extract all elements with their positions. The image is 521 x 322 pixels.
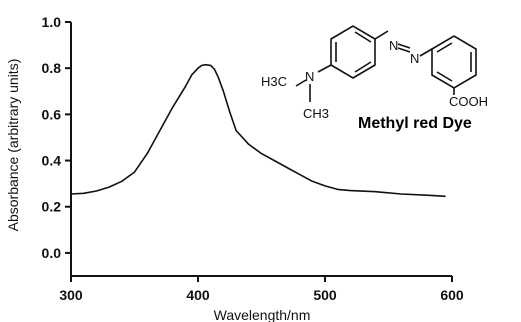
benzene-ring-2 [431, 35, 477, 89]
x-tick-label: 600 [440, 287, 464, 303]
y-ticks: 0.0 0.2 0.4 0.6 0.8 1.0 [42, 14, 71, 261]
x-tick-label: 400 [186, 287, 210, 303]
azo-n2-label: N [410, 51, 419, 66]
azo-n1-label: N [389, 38, 398, 53]
x-axis-label: Wavelength/nm [214, 307, 311, 322]
y-tick-label: 0.2 [42, 199, 62, 215]
y-axis-label: Absorbance (arbitrary units) [5, 59, 21, 232]
y-tick-label: 0.0 [42, 245, 62, 261]
y-tick-label: 0.6 [42, 106, 62, 122]
absorbance-series-line [70, 63, 446, 198]
methyl-h3c-label: H3C [261, 74, 287, 89]
x-ticks: 300 400 500 600 [59, 276, 464, 303]
cooh-label: COOH [449, 94, 488, 109]
benzene-ring-1 [330, 25, 376, 79]
y-tick-label: 1.0 [42, 14, 62, 30]
molecule-name: Methyl red Dye [358, 115, 472, 132]
x-tick-label: 300 [59, 287, 83, 303]
y-tick-label: 0.8 [42, 60, 62, 76]
amine-n-label: N [305, 69, 314, 84]
methyl-red-structure [295, 25, 477, 102]
methyl-ch3-label: CH3 [303, 106, 329, 121]
x-tick-label: 500 [313, 287, 337, 303]
y-tick-label: 0.4 [42, 153, 62, 169]
